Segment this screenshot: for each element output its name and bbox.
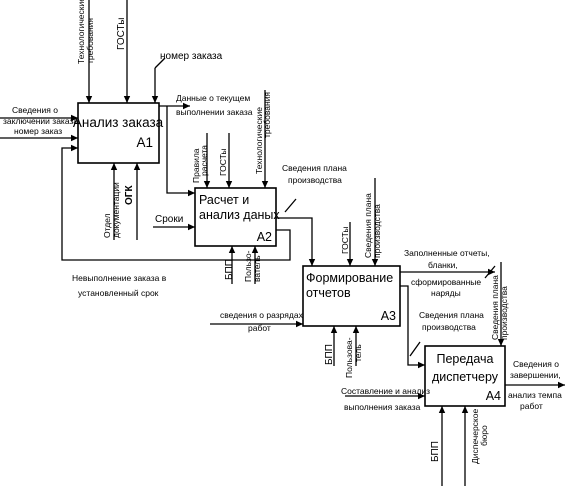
svg-text:завершении,: завершении, <box>510 370 561 380</box>
block-a2-code: А2 <box>257 230 272 244</box>
block-a1: Анализ заказа А1 <box>73 102 164 164</box>
label-plan-a3: Сведения плана производства <box>363 193 382 258</box>
svg-text:Невыполнение заказа в: Невыполнение заказа в <box>72 273 167 283</box>
label-gosts-a3: ГОСТы <box>340 226 350 254</box>
svg-text:производства: производства <box>288 175 342 185</box>
label-dispatch: Диспечерское бюро <box>470 409 489 464</box>
svg-text:наряды: наряды <box>431 288 461 298</box>
svg-text:сформированные: сформированные <box>411 277 481 287</box>
label-bpp-a4: БПП <box>430 441 441 462</box>
arrow-a1-a2 <box>166 106 195 197</box>
svg-text:Сведения о: Сведения о <box>12 105 58 115</box>
label-order-number-top: номер заказа <box>160 51 223 62</box>
svg-text:Сведения плана: Сведения плана <box>419 310 484 320</box>
block-a3-title-line2: отчетов <box>306 286 351 300</box>
callout-order-number <box>154 57 166 69</box>
block-a2-title-line2: анализ даных <box>199 208 280 222</box>
block-a4-title-line2: диспетчеру <box>432 370 499 384</box>
svg-text:выполнении заказа: выполнении заказа <box>176 107 253 117</box>
svg-text:документации: документации <box>111 182 121 238</box>
svg-text:заключении заказа: заключении заказа <box>3 116 78 126</box>
block-a1-code: А1 <box>136 135 153 150</box>
svg-text:работ: работ <box>248 323 271 333</box>
svg-text:Технологические: Технологические <box>76 0 86 64</box>
label-plan-a4: Сведения плана производства <box>419 310 484 332</box>
block-a1-title: Анализ заказа <box>73 115 164 130</box>
label-bpp-a3: БПП <box>324 344 335 365</box>
svg-text:работ: работ <box>520 401 543 411</box>
svg-text:производства: производства <box>422 322 476 332</box>
arrow-a3-a4 <box>400 285 425 369</box>
svg-text:установленный срок: установленный срок <box>78 288 159 298</box>
svg-text:Сведения о: Сведения о <box>513 359 559 369</box>
svg-text:Заполненные отчеты,: Заполненные отчеты, <box>404 248 490 258</box>
svg-text:анализ темпа: анализ темпа <box>508 390 562 400</box>
arrow-feedback-nonfulfil <box>61 144 291 261</box>
block-a4-title-line1: Передача <box>436 352 493 366</box>
label-completion: Сведения о завершении, анализ темпа рабо… <box>508 359 562 411</box>
block-a3-title-line1: Формирование <box>306 271 393 285</box>
label-order-number-left: номер заказ <box>14 126 62 136</box>
block-a3-code: А3 <box>381 309 396 323</box>
label-tech-req: Технологические требования <box>76 0 95 64</box>
svg-text:бланки,: бланки, <box>428 260 458 270</box>
svg-text:ватель: ватель <box>252 255 262 282</box>
svg-text:сведения о разрядах: сведения о разрядах <box>220 310 304 320</box>
label-doc-dept: Отдел документации <box>102 182 121 238</box>
label-gosts: ГОСТы <box>116 18 127 50</box>
block-a4: Передача диспетчеру А4 <box>424 345 506 407</box>
svg-text:Пользова-: Пользова- <box>344 337 354 378</box>
arrow-a2-a3 <box>276 217 316 266</box>
block-a2-title-line1: Расчет и <box>199 193 249 207</box>
label-user-a2: Пользо- ватель <box>243 250 262 282</box>
svg-text:Отдел: Отдел <box>102 213 112 238</box>
svg-text:Технологические: Технологические <box>254 107 264 174</box>
label-calc-rules: Правила расчета <box>191 145 209 183</box>
svg-text:производства: производства <box>372 204 382 258</box>
svg-text:Составление и анализ: Составление и анализ <box>341 386 430 396</box>
svg-text:Диспечерское: Диспечерское <box>470 409 480 464</box>
svg-text:Сведения плана: Сведения плана <box>282 163 347 173</box>
svg-text:Сведения плана: Сведения плана <box>490 275 500 340</box>
label-conclusion: Сведения о заключении заказа <box>3 105 78 126</box>
svg-text:требования: требования <box>85 18 95 64</box>
callout-plan-a4 <box>409 341 421 357</box>
label-ranks: сведения о разрядах работ <box>220 310 304 333</box>
label-composition: Составление и анализ выполнения заказа <box>341 386 430 412</box>
label-plan-a4r: Сведения плана производства <box>490 275 509 340</box>
svg-text:Сведения плана: Сведения плана <box>363 193 373 258</box>
svg-text:требования: требования <box>262 92 272 138</box>
label-bpp-a2: БПП <box>224 259 235 280</box>
svg-text:бюро: бюро <box>479 425 489 446</box>
label-tech-req-a2: Технологические требования <box>254 92 272 174</box>
label-filled-reports: Заполненные отчеты, бланки, сформированн… <box>404 248 490 298</box>
svg-text:Пользо-: Пользо- <box>243 250 253 282</box>
svg-text:выполнения заказа: выполнения заказа <box>344 402 421 412</box>
svg-text:Данные о текущем: Данные о текущем <box>176 93 250 103</box>
label-ogk: ОГК <box>124 185 135 205</box>
label-gosts-a2: ГОСТы <box>218 148 228 176</box>
label-nonfulfil: Невыполнение заказа в установленный срок <box>72 273 167 298</box>
label-user-a3: Пользова- тель <box>344 337 363 378</box>
svg-text:расчета: расчета <box>199 145 209 176</box>
callout-plan-info <box>284 198 297 213</box>
svg-text:тель: тель <box>353 344 363 362</box>
svg-text:Правила: Правила <box>191 148 201 183</box>
label-plan-info: Сведения плана производства <box>282 163 347 185</box>
block-a4-code: А4 <box>486 389 501 403</box>
block-a2: Расчет и анализ даных А2 <box>194 187 280 247</box>
callout-filled-reports <box>484 265 496 279</box>
label-current-data: Данные о текущем выполнении заказа <box>176 93 253 117</box>
label-deadlines: Сроки <box>155 214 183 225</box>
block-a3: Формирование отчетов А3 <box>302 265 401 327</box>
svg-text:производства: производства <box>499 286 509 340</box>
